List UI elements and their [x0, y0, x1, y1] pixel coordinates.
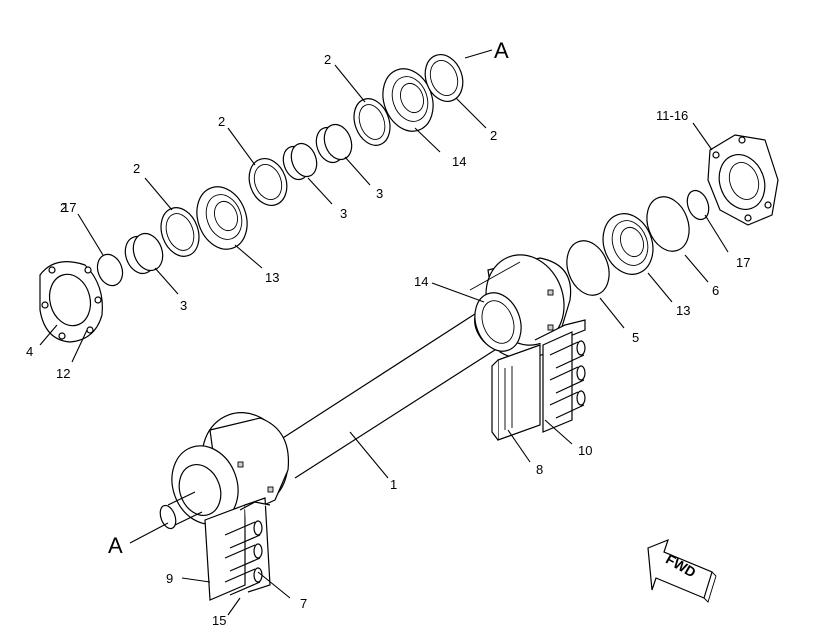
callout-2: 2 — [324, 52, 331, 67]
callout-3: 3 — [376, 186, 383, 201]
callout-8: 8 — [536, 462, 543, 477]
callout-10: 10 — [578, 443, 592, 458]
callout-17: 17 — [736, 255, 750, 270]
callout-1: 1 — [390, 477, 397, 492]
snap-ring-left — [96, 253, 124, 287]
callout-2: 2 — [218, 114, 225, 129]
callout-5: 5 — [632, 330, 639, 345]
callout-2: 2 — [60, 200, 67, 215]
callout-15: 15 — [212, 613, 226, 628]
callout-3: 3 — [340, 206, 347, 221]
callout-2: 2 — [490, 128, 497, 143]
view-marker-bottom: A — [108, 533, 123, 558]
callout-2: 2 — [133, 161, 140, 176]
seal-ring-2 — [248, 158, 288, 206]
sleeve-middle — [282, 142, 318, 181]
callout-14: 14 — [414, 274, 428, 289]
bearing-upper — [382, 68, 434, 132]
callout-12: 12 — [56, 366, 70, 381]
o-ring-5 — [566, 240, 610, 296]
callout-9: 9 — [166, 571, 173, 586]
left-mount-bolts — [224, 520, 263, 596]
leader-lines — [39, 49, 729, 616]
snap-ring-right — [686, 189, 710, 221]
seal-ring-3 — [353, 98, 391, 146]
bearing-left — [196, 186, 248, 250]
ring-6 — [646, 196, 690, 252]
flange-plate — [39, 261, 103, 343]
callout-labels: 2 2 2 2 2 3 3 3 13 13 14 14 17 17 11-16 … — [26, 52, 750, 628]
callout-11-16: 11-16 — [656, 108, 688, 123]
view-marker-top: A — [494, 38, 509, 63]
callout-13: 13 — [676, 303, 690, 318]
callout-4: 4 — [26, 344, 33, 359]
end-cap-assembly — [707, 134, 779, 226]
forward-direction-arrow: FWD — [647, 538, 717, 603]
callout-6: 6 — [712, 283, 719, 298]
callout-17: 17 — [62, 200, 76, 215]
seal-ring-top — [424, 54, 464, 102]
callout-13: 13 — [265, 270, 279, 285]
sleeve-left — [124, 232, 164, 275]
right-mount-bolts — [549, 340, 586, 419]
callout-14: 14 — [452, 154, 466, 169]
callout-7: 7 — [300, 596, 307, 611]
callout-3: 3 — [180, 298, 187, 313]
left-bearing-housing — [159, 412, 290, 601]
sleeve-upper — [315, 123, 353, 164]
right-bearing-housing — [469, 254, 586, 441]
bearing-right — [602, 213, 654, 275]
